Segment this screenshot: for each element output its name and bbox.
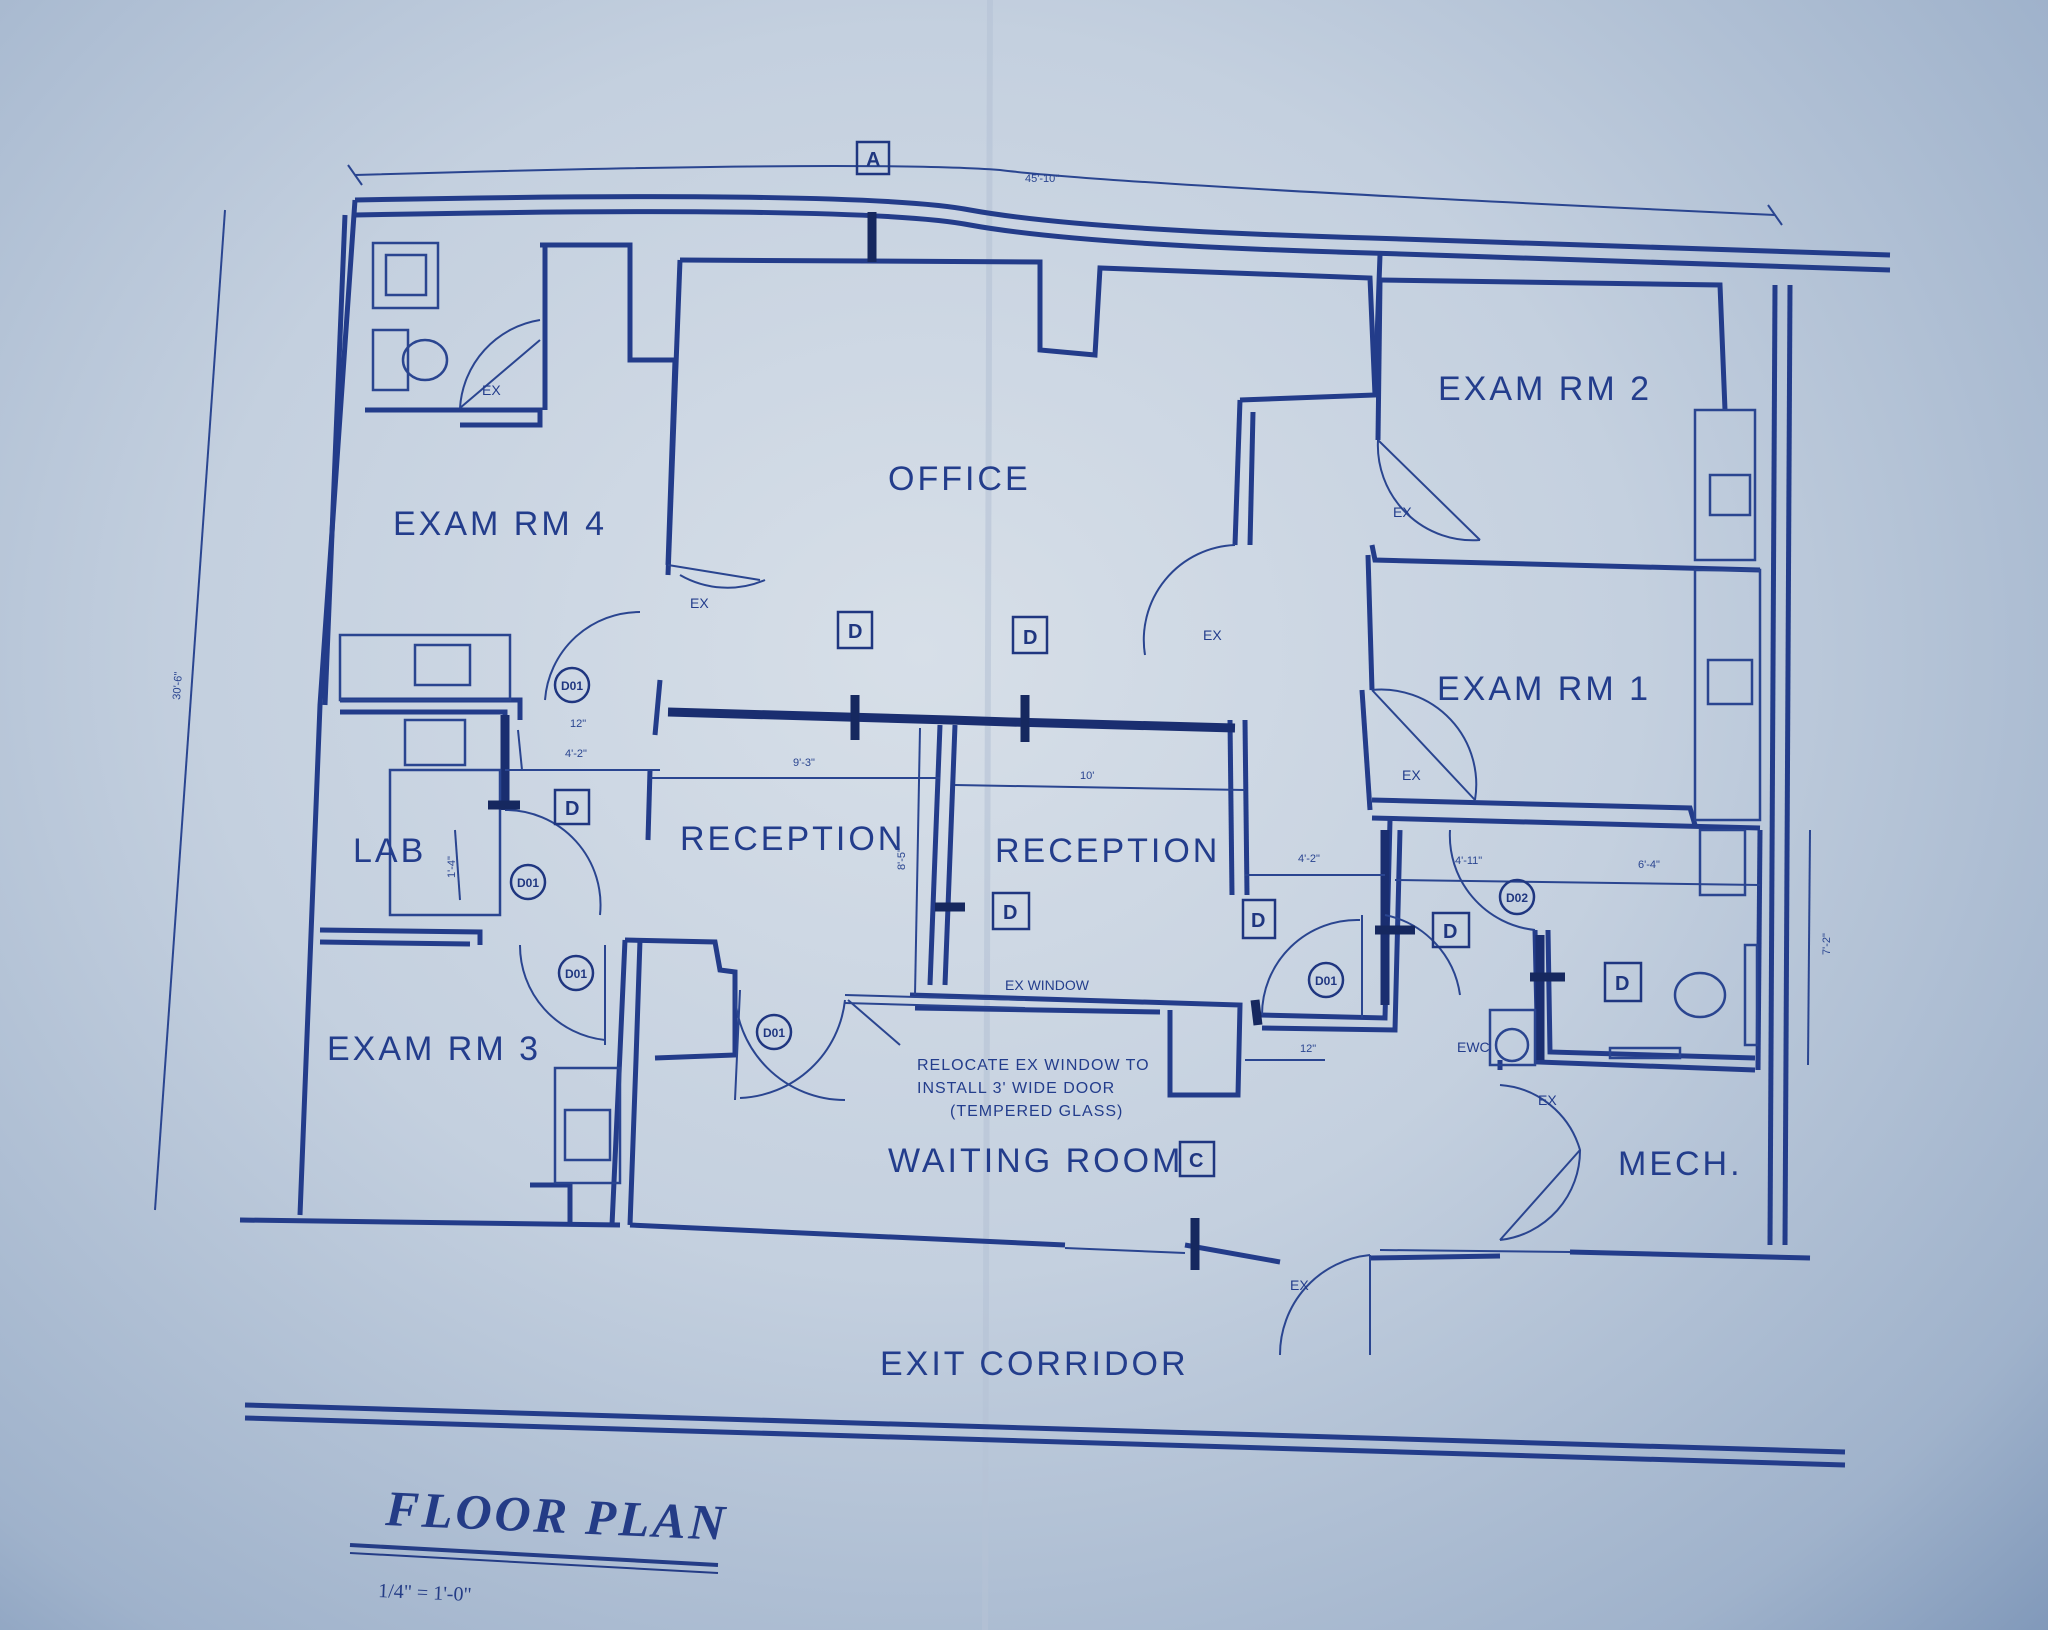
room-label-exam-1: EXAM RM 1 (1437, 670, 1651, 708)
section-markers (488, 212, 1565, 1270)
ex-label-toilet: EX (482, 382, 501, 398)
door-tag-d01-2: D01 (517, 876, 539, 890)
door-tag-d01-5: D01 (1315, 974, 1337, 988)
windows (844, 994, 1571, 1254)
dim-1-4: 1'-4" (446, 856, 458, 878)
room-label-exam-3: EXAM RM 3 (327, 1030, 541, 1068)
door-tag-d01-1: D01 (561, 679, 583, 693)
note-line-1: RELOCATE EX WINDOW TO (917, 1057, 1150, 1074)
dim-6-4: 6'-4" (1638, 859, 1660, 871)
dim-4-2-right: 4'-2" (1298, 853, 1320, 865)
room-label-lab: LAB (353, 832, 426, 870)
ex-label-exam1: EX (1402, 767, 1421, 783)
room-label-reception-right: RECEPTION (995, 832, 1220, 870)
door-tag-d02: D02 (1506, 891, 1528, 905)
exterior-walls (239, 194, 1891, 1265)
title-underline-thin (349, 1552, 719, 1574)
corridor-lines (244, 1402, 1846, 1468)
detail-tag-d-6: D (1443, 921, 1457, 943)
ex-label-exam2: EX (1393, 504, 1412, 520)
dim-4-2-left: 4'-2" (565, 748, 587, 760)
detail-tag-d-4: D (1003, 902, 1017, 924)
drawing-scale: 1/4" = 1'-0" (378, 1580, 472, 1606)
detail-tag-d-1: D (848, 621, 862, 643)
ex-label-corridor: EX (1290, 1277, 1309, 1293)
door-tag-d01-4: D01 (763, 1026, 785, 1040)
note-leader (847, 999, 901, 1046)
tag-boxes (553, 140, 1643, 1178)
new-partitions (500, 707, 1545, 1060)
room-label-reception-left: RECEPTION (680, 820, 905, 858)
ex-window-label: EX WINDOW (1005, 977, 1090, 993)
doors (459, 319, 1582, 1356)
ex-label-hall: EX (1203, 627, 1222, 643)
room-label-exit-corridor: EXIT CORRIDOR (880, 1345, 1189, 1383)
door-tag-d01-3: D01 (565, 967, 587, 981)
dim-overall-depth: 30'-6" (171, 671, 185, 700)
room-label-exam-4: EXAM RM 4 (393, 505, 607, 543)
dim-7-2: 7'-2" (1821, 933, 1833, 955)
room-label-exam-2: EXAM RM 2 (1438, 370, 1652, 408)
ex-label-office: EX (690, 595, 709, 611)
ewc-label: EWC (1457, 1039, 1490, 1055)
dim-10: 10' (1080, 770, 1094, 782)
paper-fold (982, 0, 993, 1630)
interior-walls (319, 242, 1763, 1226)
section-tag-c: C (1189, 1150, 1203, 1172)
room-label-waiting-room: WAITING ROOM (888, 1142, 1183, 1180)
detail-tag-d-2: D (1023, 627, 1037, 649)
room-label-mech: MECH. (1618, 1145, 1743, 1183)
dimension-lines (154, 164, 1811, 1211)
dim-9-3: 9'-3" (793, 757, 815, 769)
ex-label-mech: EX (1538, 1092, 1557, 1108)
room-label-office: OFFICE (888, 460, 1031, 498)
title-underline (349, 1543, 719, 1567)
drawing-title: FLOOR PLAN (384, 1480, 730, 1551)
detail-tag-d-7: D (1615, 973, 1629, 995)
dim-overall-width: 45'-10" (1025, 173, 1059, 185)
fixtures (338, 241, 1762, 1185)
note-line-2: INSTALL 3' WIDE DOOR (917, 1080, 1115, 1097)
note-line-3: (TEMPERED GLASS) (950, 1103, 1123, 1120)
section-tag-a: A (866, 149, 880, 171)
detail-tag-d-5: D (1251, 910, 1265, 932)
dim-8-5: 8'-5" (896, 848, 908, 870)
door-tag-circles (509, 666, 1536, 1051)
dim-12in-right: 12" (1300, 1043, 1316, 1055)
detail-tag-d-3: D (565, 798, 579, 820)
dim-12in-left: 12" (570, 718, 586, 730)
dim-4-11: 4'-11" (1455, 855, 1482, 867)
